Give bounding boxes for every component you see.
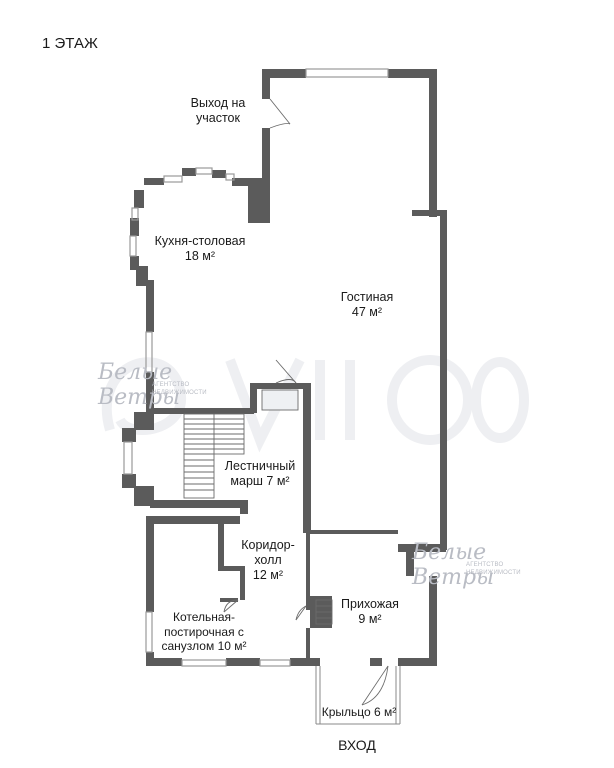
label-kitchen: Кухня-столовая 18 м² [148, 234, 252, 264]
living-line-2: 47 м² [351, 305, 383, 319]
kitchen-line-2: 18 м² [184, 249, 216, 263]
porch [315, 666, 401, 725]
stairs-line-2: марш 7 м² [230, 474, 290, 488]
corridor-line-1: Коридор- [241, 538, 295, 552]
label-hall: Прихожая 9 м² [332, 597, 408, 627]
exit-line-1: Выход на [190, 96, 246, 110]
walls [122, 69, 447, 666]
exit-line-2: участок [196, 111, 240, 125]
wm-sub-a-2: АГЕНТСТВО [466, 562, 504, 568]
kitchen-line-1: Кухня-столовая [154, 234, 246, 248]
corridor-line-2: холл [254, 553, 282, 567]
stairs-line-1: Лестничный [224, 459, 296, 473]
entrance-label: ВХОД [338, 737, 376, 753]
wm-sub-b: НЕДВИЖИМОСТИ [152, 390, 207, 396]
hall-line-1: Прихожая [341, 597, 399, 611]
wm-sub-a: АГЕНТСТВО [152, 382, 190, 388]
doors [223, 98, 389, 706]
wm-brand-b-2: Ветры [412, 565, 495, 590]
wm-brand-a-2: Белые [412, 540, 487, 565]
boiler-line-2: постирочная с [164, 624, 244, 639]
label-corridor: Коридор- холл 12 м² [232, 538, 304, 583]
corridor-line-3: 12 м² [252, 568, 284, 582]
boiler-line-3: санузлом 10 м² [161, 639, 247, 653]
label-exit: Выход на участок [180, 96, 256, 126]
living-line-1: Гостиная [340, 290, 394, 304]
hall-line-2: 9 м² [358, 612, 382, 626]
wm-brand-a: Белые [98, 360, 173, 385]
watermark-logo-right: Белые Ветры АГЕНТСТВО НЕДВИЖИМОСТИ [412, 540, 521, 590]
staircase [183, 389, 333, 625]
wm-sub-b-2: НЕДВИЖИМОСТИ [466, 570, 521, 576]
watermark-logo-left: Белые Ветры АГЕНТСТВО НЕДВИЖИМОСТИ [98, 360, 207, 410]
boiler-line-1: Котельная- [172, 610, 236, 624]
floor-label: 1 ЭТАЖ [42, 35, 98, 52]
label-boiler-room: Котельная- постирочная с санузлом 10 м² [156, 610, 252, 654]
label-porch: Крыльцо 6 м² [321, 705, 397, 719]
windows [123, 68, 389, 667]
wm-brand-b: Ветры [98, 385, 181, 410]
label-stairs: Лестничный марш 7 м² [222, 459, 298, 489]
label-living-room: Гостиная 47 м² [326, 290, 408, 320]
